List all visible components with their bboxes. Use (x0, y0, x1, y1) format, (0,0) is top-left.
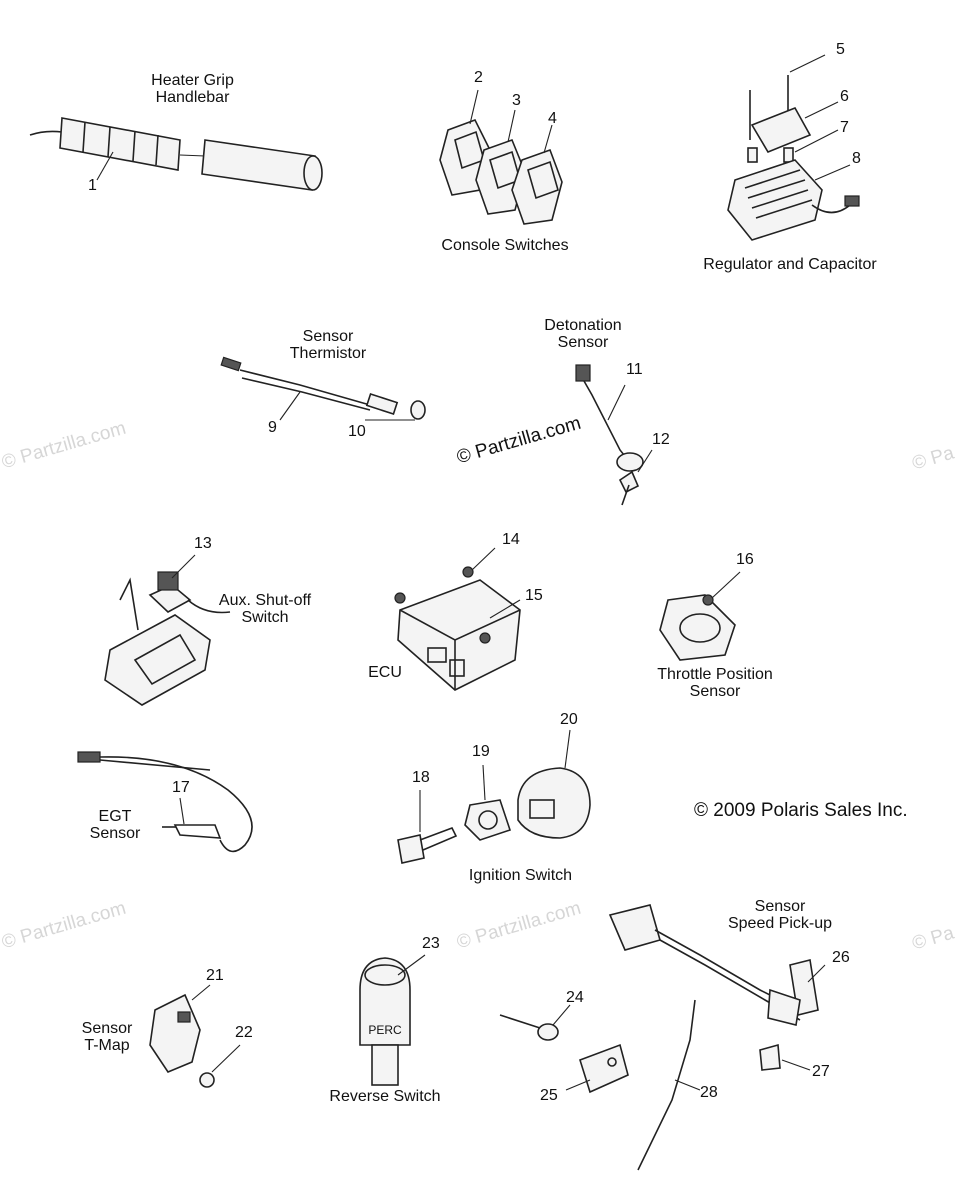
egt-sensor-part (77, 751, 253, 853)
callout-22: 22 (235, 1024, 253, 1041)
sensor-thermistor-label: Sensor Thermistor (289, 328, 367, 362)
callout-15: 15 (525, 587, 543, 604)
thermistor-part (220, 356, 426, 421)
tmap-label: Sensor T-Map (81, 1020, 133, 1054)
speed-pickup-label: Sensor Speed Pick-up (727, 898, 833, 932)
console-switches-label: Console Switches (441, 237, 569, 254)
callout-14: 14 (502, 531, 520, 548)
copyright-text: © 2009 Polaris Sales Inc. (694, 800, 908, 821)
ecu-label: ECU (368, 664, 402, 681)
callout-10: 10 (348, 423, 366, 440)
callout-2: 2 (474, 69, 483, 86)
tmap-sensor-part (149, 984, 241, 1088)
callout-18: 18 (412, 769, 430, 786)
callout-13: 13 (194, 535, 212, 552)
reverse-switch-label: Reverse Switch (329, 1088, 441, 1105)
callout-8: 8 (852, 150, 861, 167)
regulator-label: Regulator and Capacitor (703, 256, 877, 273)
ignition-switch-label: Ignition Switch (468, 867, 573, 884)
console-switches-part (439, 89, 563, 225)
heater-grip-label: Heater Grip Handlebar (151, 72, 234, 106)
callout-20: 20 (560, 711, 578, 728)
ignition-switch-part (397, 729, 591, 864)
callout-25: 25 (540, 1087, 558, 1104)
ecu-part (394, 547, 521, 691)
callout-11: 11 (626, 361, 643, 378)
callout-3: 3 (512, 92, 521, 109)
throttle-position-label: Throttle Position Sensor (657, 666, 773, 700)
egt-sensor-label: EGT Sensor (89, 808, 141, 842)
perc-label: PERC (368, 1023, 402, 1037)
callout-28: 28 (700, 1084, 718, 1101)
small-parts-24-25 (499, 1004, 629, 1094)
callout-17: 17 (172, 779, 190, 796)
callout-1: 1 (88, 177, 97, 194)
aux-shutoff-label: Aux. Shut-off Switch (218, 592, 312, 626)
callout-26: 26 (832, 949, 850, 966)
detonation-sensor-label: Detonation Sensor (544, 317, 622, 351)
callout-12: 12 (652, 431, 670, 448)
detonation-sensor-part (575, 364, 653, 506)
regulator-part (727, 54, 860, 241)
callout-24: 24 (566, 989, 584, 1006)
callout-21: 21 (206, 967, 224, 984)
callout-7: 7 (840, 119, 849, 136)
callout-23: 23 (422, 935, 440, 952)
throttle-position-part (659, 571, 741, 661)
callout-16: 16 (736, 551, 754, 568)
callout-6: 6 (840, 88, 849, 105)
speed-pickup-part (608, 904, 826, 1171)
reverse-switch-part (359, 954, 426, 1086)
aux-shutoff-part (104, 554, 231, 706)
callout-19: 19 (472, 743, 490, 760)
callout-9: 9 (268, 419, 277, 436)
callout-5: 5 (836, 41, 845, 58)
heater-grip-part (29, 117, 323, 191)
callout-27: 27 (812, 1063, 830, 1080)
callout-4: 4 (548, 110, 557, 127)
